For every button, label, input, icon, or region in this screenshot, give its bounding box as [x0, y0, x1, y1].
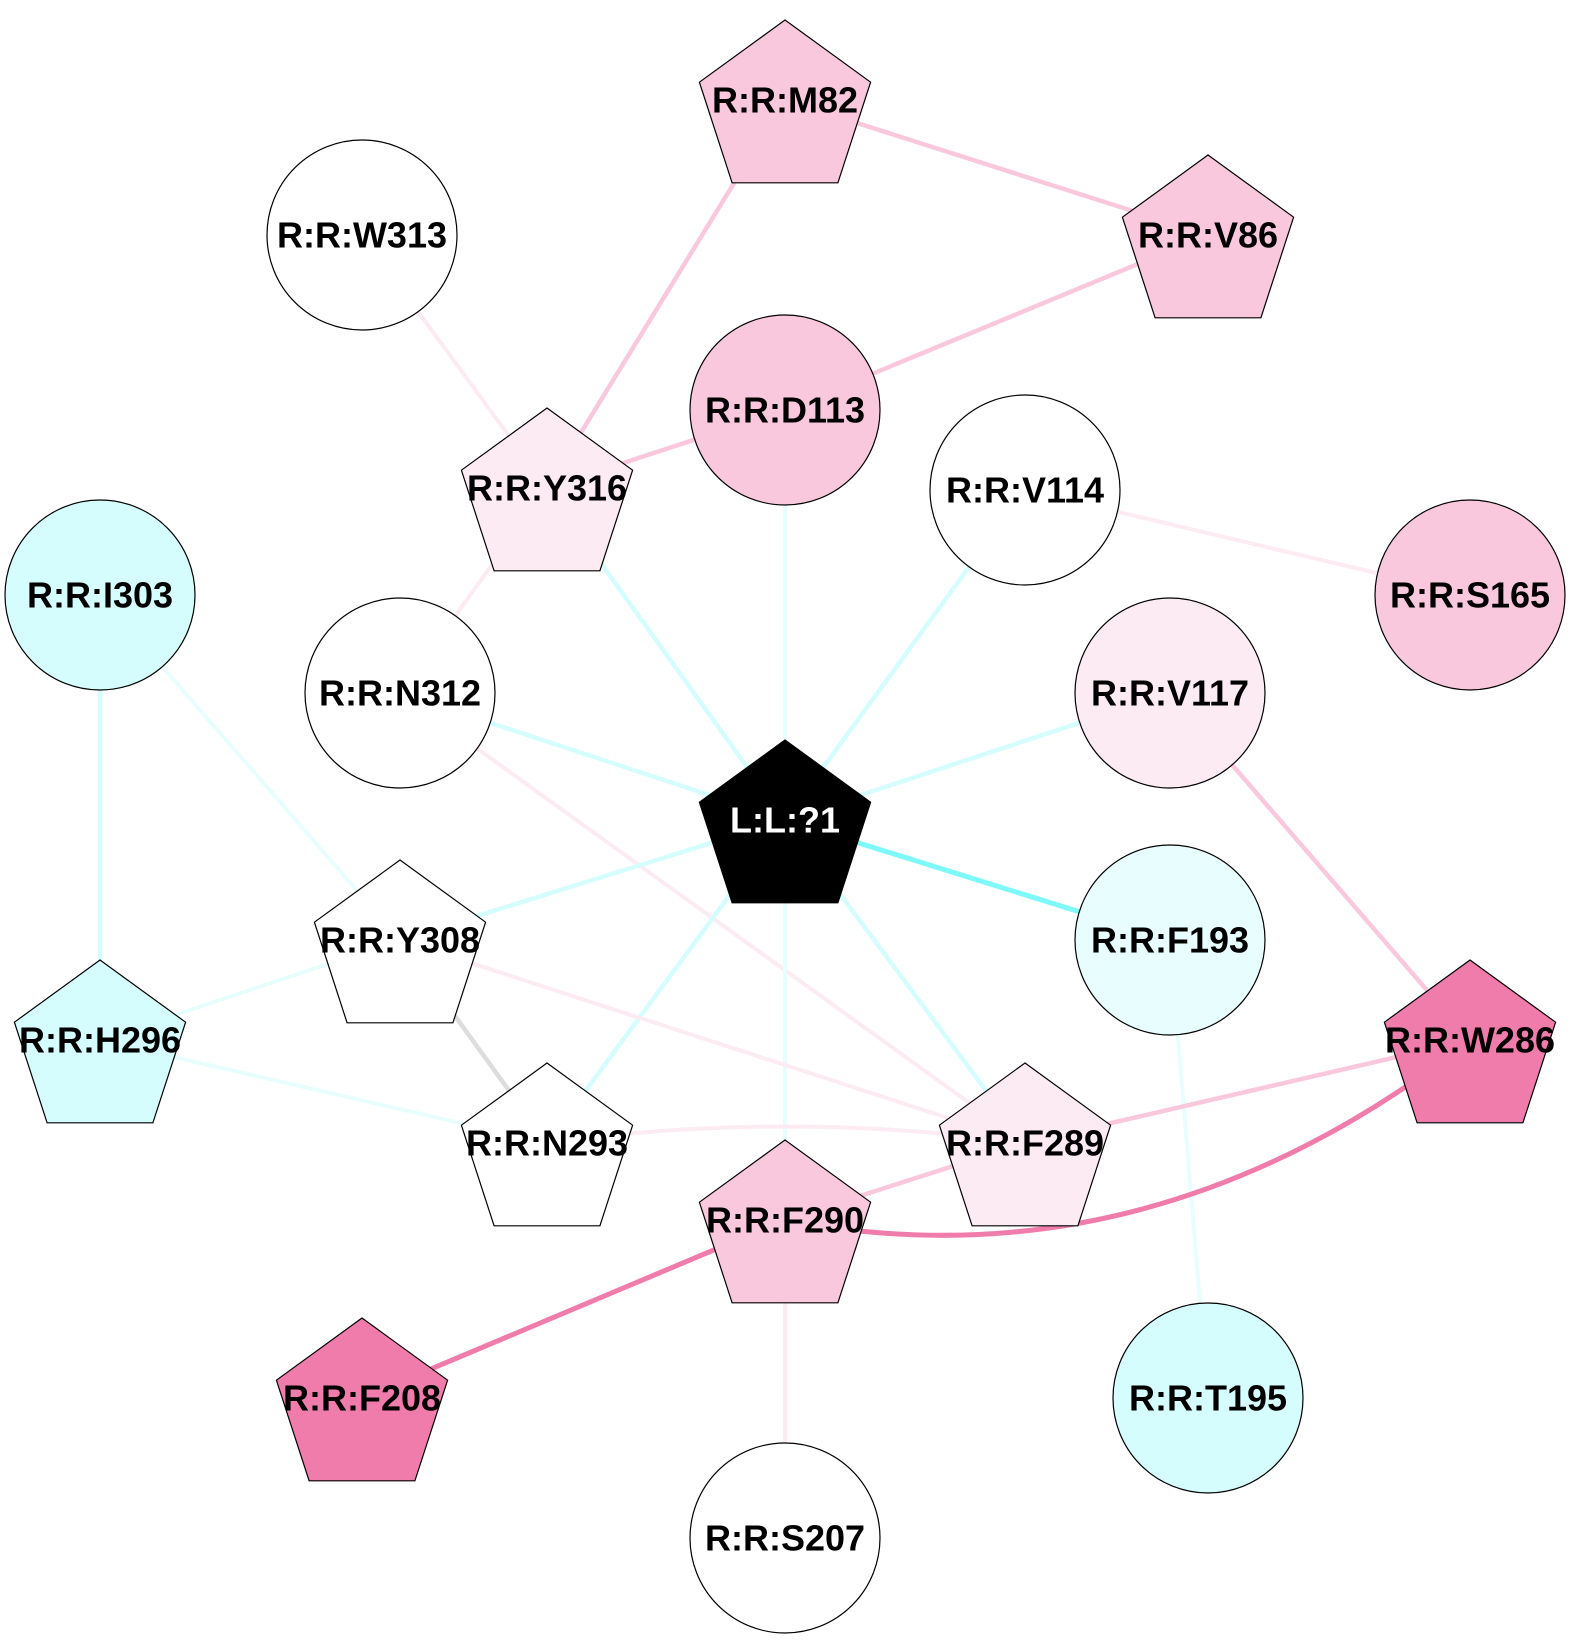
node-label-n312: R:R:N312: [319, 673, 481, 714]
node-label-v114: R:R:V114: [946, 470, 1104, 511]
node-shape-v117: [1074, 597, 1266, 789]
node-s207[interactable]: R:R:S207: [689, 1442, 881, 1634]
node-label-f208: R:R:F208: [283, 1378, 441, 1419]
node-m82[interactable]: R:R:M82: [698, 19, 872, 184]
node-shape-s207: [689, 1442, 881, 1634]
node-f193[interactable]: R:R:F193: [1074, 844, 1266, 1036]
node-label-l1: L:L:?1: [730, 800, 840, 841]
node-label-y316: R:R:Y316: [467, 468, 627, 509]
node-shape-f208: [275, 1317, 449, 1482]
node-shape-v114: [929, 394, 1121, 586]
node-v117[interactable]: R:R:V117: [1074, 597, 1266, 789]
node-s165[interactable]: R:R:S165: [1374, 499, 1566, 691]
node-shape-h296: [13, 959, 187, 1124]
node-shape-w286: [1383, 959, 1557, 1124]
node-w286[interactable]: R:R:W286: [1383, 959, 1557, 1124]
node-shape-n293: [460, 1062, 634, 1227]
edge-y308-f289: [399, 938, 1026, 1145]
node-l1[interactable]: L:L:?1: [698, 739, 872, 904]
node-shape-v86: [1121, 154, 1295, 319]
node-f208[interactable]: R:R:F208: [275, 1317, 449, 1482]
node-label-v86: R:R:V86: [1138, 215, 1278, 256]
node-t195[interactable]: R:R:T195: [1112, 1302, 1304, 1494]
node-shape-i303: [4, 499, 196, 691]
node-shape-d113: [689, 314, 881, 506]
node-label-n293: R:R:N293: [466, 1123, 628, 1164]
node-label-f289: R:R:F289: [946, 1123, 1104, 1164]
node-label-m82: R:R:M82: [712, 80, 858, 121]
node-label-f290: R:R:F290: [706, 1200, 864, 1241]
node-h296[interactable]: R:R:H296: [13, 959, 187, 1124]
node-shape-y308: [313, 859, 487, 1024]
node-label-y308: R:R:Y308: [320, 920, 480, 961]
node-label-f193: R:R:F193: [1091, 920, 1249, 961]
node-label-s165: R:R:S165: [1390, 575, 1550, 616]
node-y308[interactable]: R:R:Y308: [313, 859, 487, 1024]
node-w313[interactable]: R:R:W313: [266, 139, 458, 331]
node-shape-y316: [460, 407, 634, 572]
node-n312[interactable]: R:R:N312: [304, 597, 496, 789]
node-label-t195: R:R:T195: [1129, 1378, 1287, 1419]
node-v114[interactable]: R:R:V114: [929, 394, 1121, 586]
node-shape-n312: [304, 597, 496, 789]
node-shape-f193: [1074, 844, 1266, 1036]
node-i303[interactable]: R:R:I303: [4, 499, 196, 691]
node-label-d113: R:R:D113: [705, 390, 865, 431]
node-shape-s165: [1374, 499, 1566, 691]
node-label-w313: R:R:W313: [277, 215, 447, 256]
node-f290[interactable]: R:R:F290: [698, 1139, 872, 1304]
node-label-i303: R:R:I303: [27, 575, 173, 616]
node-shape-t195: [1112, 1302, 1304, 1494]
node-n293[interactable]: R:R:N293: [460, 1062, 634, 1227]
node-d113[interactable]: R:R:D113: [689, 314, 881, 506]
node-f289[interactable]: R:R:F289: [938, 1062, 1112, 1227]
node-label-h296: R:R:H296: [19, 1020, 181, 1061]
node-shape-w313: [266, 139, 458, 331]
node-shape-m82: [698, 19, 872, 184]
node-label-s207: R:R:S207: [705, 1518, 865, 1559]
node-label-w286: R:R:W286: [1385, 1020, 1555, 1061]
node-y316[interactable]: R:R:Y316: [460, 407, 634, 572]
node-shape-l1: [698, 739, 872, 904]
node-shape-f290: [698, 1139, 872, 1304]
node-v86[interactable]: R:R:V86: [1121, 154, 1295, 319]
node-shape-f289: [938, 1062, 1112, 1227]
edge-w286-f290: [784, 1038, 1472, 1238]
node-label-v117: R:R:V117: [1091, 673, 1249, 714]
